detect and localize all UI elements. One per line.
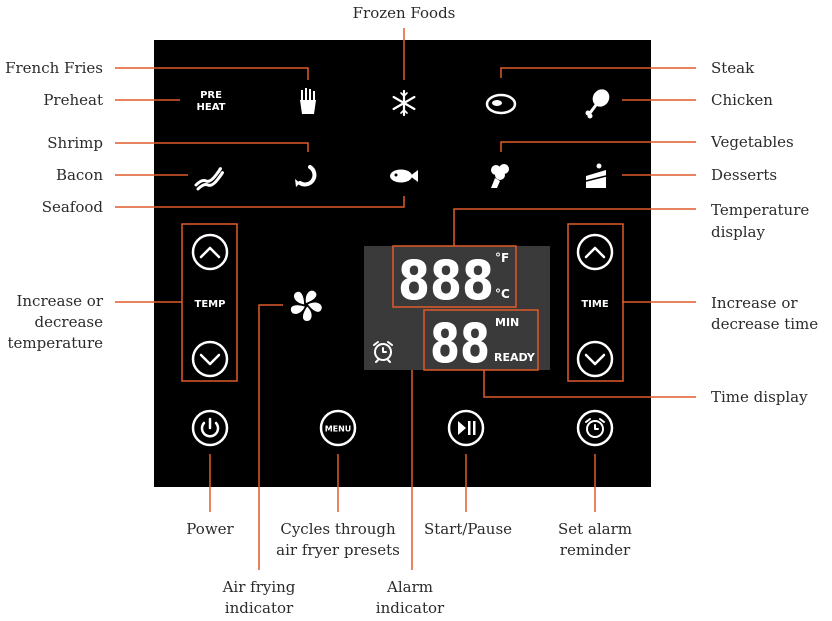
label-inc-dec-temp-1: Increase or	[16, 292, 103, 310]
power-button[interactable]	[191, 409, 229, 447]
temp-label: TEMP	[195, 299, 226, 310]
alarm-clock-icon	[373, 341, 393, 363]
unit-fahrenheit: °F	[495, 251, 509, 265]
label-set-alarm-1: Set alarm	[558, 520, 632, 538]
unit-celsius: °C	[495, 287, 510, 301]
play-pause-icon	[458, 421, 476, 435]
label-seafood: Seafood	[42, 198, 104, 216]
time-buttons-highlight	[567, 223, 624, 382]
snowflake-icon[interactable]	[392, 89, 416, 117]
label-inc-dec-temp-2: decrease	[35, 313, 104, 331]
label-alarm-indicator-2: indicator	[376, 599, 445, 617]
label-frozen-foods: Frozen Foods	[353, 4, 456, 22]
cake-icon[interactable]	[585, 163, 607, 189]
temp-up-button[interactable]	[191, 233, 229, 271]
lcd-display	[364, 246, 550, 370]
bacon-icon[interactable]	[194, 167, 224, 191]
chevron-up-icon	[199, 246, 221, 259]
chevron-down-icon	[584, 353, 606, 366]
time-up-button[interactable]	[576, 233, 614, 271]
time-down-button[interactable]	[576, 340, 614, 378]
label-temp-display-1: Temperature	[711, 201, 809, 219]
label-temp-display-2: display	[711, 223, 765, 241]
french-fries-icon[interactable]	[300, 88, 316, 114]
time-label: TIME	[581, 299, 608, 310]
time-digits: 88	[430, 312, 490, 375]
label-chicken: Chicken	[711, 91, 773, 109]
power-icon	[200, 417, 220, 438]
label-shrimp: Shrimp	[47, 134, 103, 152]
alarm-clock-icon	[585, 418, 605, 438]
ready-label: READY	[494, 351, 536, 364]
start-pause-button[interactable]	[447, 409, 485, 447]
fan-icon	[290, 290, 322, 321]
preheat-label-line2: HEAT	[197, 102, 226, 113]
temp-display-highlight	[392, 245, 517, 308]
broccoli-icon[interactable]	[491, 164, 509, 188]
label-vegetables: Vegetables	[710, 133, 794, 151]
label-start-pause: Start/Pause	[424, 520, 512, 538]
steak-icon[interactable]	[485, 93, 517, 115]
chevron-up-icon	[584, 246, 606, 259]
chicken-leg-icon[interactable]	[585, 86, 613, 119]
label-air-frying-2: indicator	[225, 599, 294, 617]
min-label: MIN	[495, 316, 519, 329]
menu-button[interactable]: MENU	[319, 409, 357, 447]
temp-down-button[interactable]	[191, 340, 229, 378]
label-bacon: Bacon	[56, 166, 103, 184]
label-inc-dec-temp-3: temperature	[8, 334, 104, 352]
label-steak: Steak	[711, 59, 755, 77]
label-inc-dec-time-2: decrease time	[711, 315, 818, 333]
label-cycles-2: air fryer presets	[276, 541, 400, 559]
preheat-label-line1: PRE	[200, 90, 222, 101]
label-air-frying-1: Air frying	[222, 578, 296, 596]
temp-buttons-highlight	[181, 223, 238, 382]
fish-icon[interactable]	[390, 169, 418, 183]
label-desserts: Desserts	[711, 166, 777, 184]
time-display-highlight	[423, 309, 539, 371]
label-cycles-1: Cycles through	[280, 520, 396, 538]
temp-digits: 888	[398, 249, 494, 312]
label-power: Power	[186, 520, 234, 538]
shrimp-icon[interactable]	[295, 165, 317, 187]
chevron-down-icon	[199, 353, 221, 366]
label-set-alarm-2: reminder	[560, 541, 631, 559]
menu-label: MENU	[325, 425, 352, 434]
label-time-display: Time display	[711, 388, 808, 406]
label-preheat: Preheat	[43, 91, 103, 109]
leader-lines	[115, 28, 696, 570]
preheat-icon[interactable]: PRE HEAT	[197, 90, 226, 113]
alarm-button[interactable]	[576, 409, 614, 447]
label-french-fries: French Fries	[5, 59, 103, 77]
label-inc-dec-time-1: Increase or	[711, 294, 798, 312]
label-alarm-indicator-1: Alarm	[386, 578, 433, 596]
